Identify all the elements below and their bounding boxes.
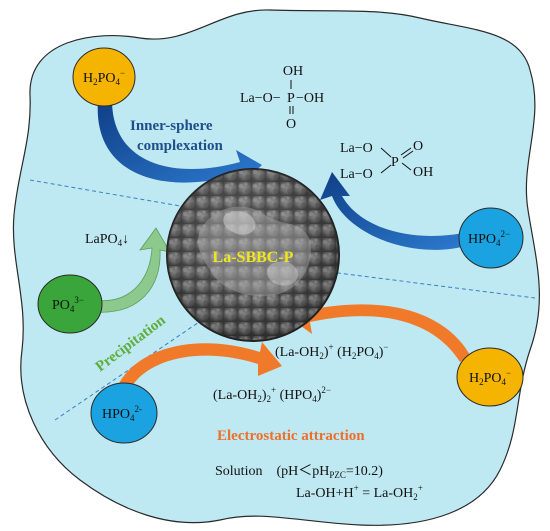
svg-text:OH: OH (413, 165, 433, 180)
product-electrostatic-2: (La-OH2)2+ (HPO4)2− (213, 385, 331, 404)
svg-text:HPO42−: HPO42− (468, 229, 510, 248)
label-inner-sphere-line2: complexation (137, 138, 223, 154)
electrostatic-arrow-lower (116, 342, 282, 394)
svg-text:OH: OH (283, 64, 303, 79)
svg-text:P: P (391, 155, 399, 170)
product-electrostatic-1: (La-OH2)+ (H2PO4)− (275, 342, 389, 361)
solution-condition: Solution (pH＜pHPZC=10.2) (215, 464, 383, 480)
bidentate-arrow (320, 172, 470, 250)
svg-text:H2PO4−: H2PO4− (469, 368, 511, 387)
ion-po4-left: PO43− (37, 274, 103, 334)
svg-text:La−O−: La−O− (240, 91, 281, 106)
sem-micrograph-sphere-icon (166, 168, 340, 342)
svg-text:P: P (287, 91, 295, 106)
product-lapo4: LaPO4↓ (85, 232, 129, 248)
ion-hpo4-bottom-left: HPO42- (90, 382, 158, 444)
svg-text:HPO42-: HPO42- (102, 404, 142, 423)
svg-text:−OH: −OH (296, 91, 324, 106)
svg-text:La−O: La−O (340, 167, 373, 182)
ion-h2po4-right-lower: H2PO4− (456, 347, 524, 407)
svg-text:H2PO4−: H2PO4− (83, 68, 125, 87)
electrostatic-arrow-upper (290, 300, 470, 362)
svg-text:PO43−: PO43− (52, 295, 84, 314)
ion-h2po4-top-left: H2PO4− (72, 47, 136, 107)
inner-sphere-arrow (97, 100, 262, 186)
svg-text:O: O (413, 139, 423, 154)
solution-equation: La-OH+H+ = La-OH2+ (296, 483, 423, 502)
ion-hpo4-right: HPO42− (458, 207, 524, 269)
svg-text:La−O: La−O (340, 141, 373, 156)
label-electrostatic: Electrostatic attraction (217, 428, 365, 444)
svg-text:O: O (286, 117, 296, 132)
divider-lower-left (54, 317, 206, 421)
monodentate-structure: OH La−O− P −OH O (240, 64, 324, 132)
label-inner-sphere-line1: Inner-sphere (130, 118, 213, 134)
particle-label: La-SBBC-P (213, 249, 294, 266)
bidentate-structure: La−O La−O P O OH (340, 139, 433, 182)
